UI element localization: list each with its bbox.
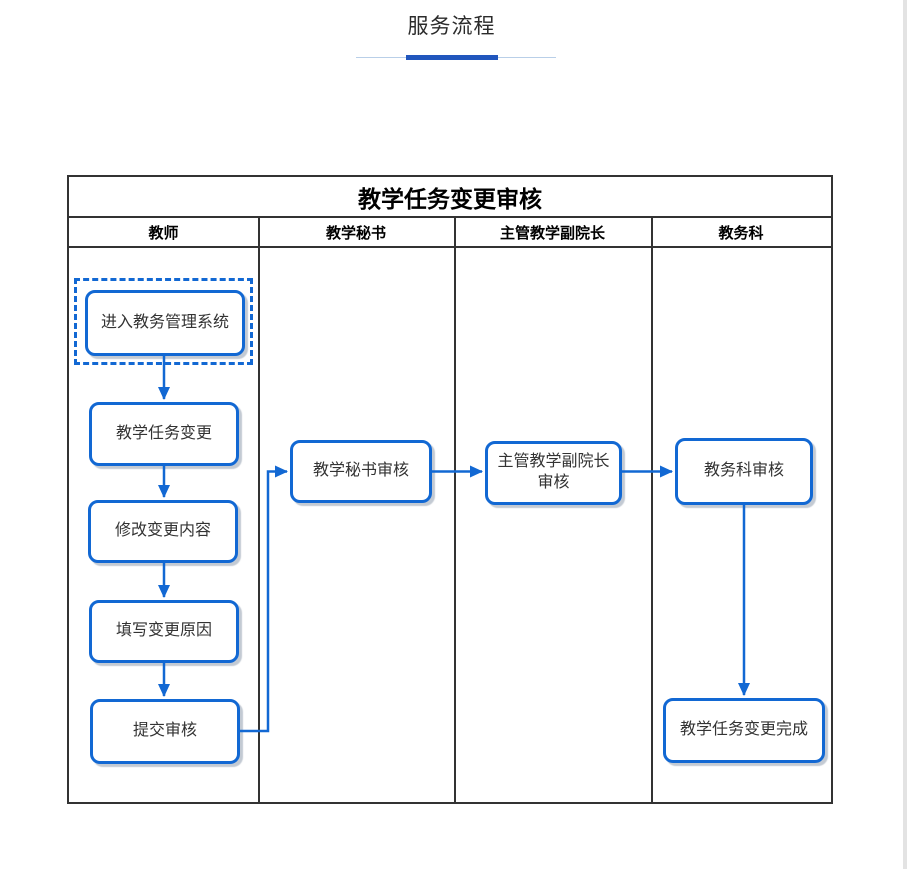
lane-header-secretary: 教学秘书 xyxy=(325,224,386,242)
node-submit-review: 提交审核 xyxy=(90,699,240,764)
node-modify-content: 修改变更内容 xyxy=(88,500,238,563)
node-vice-dean-review: 主管教学副院长审核 xyxy=(485,441,622,505)
lane-divider xyxy=(651,218,653,802)
lane-header-row: 教师 教学秘书 主管教学副院长 教务科 xyxy=(69,218,831,248)
node-secretary-review: 教学秘书审核 xyxy=(290,440,432,503)
flowchart-title: 教学任务变更审核 xyxy=(69,177,831,218)
node-academic-review: 教务科审核 xyxy=(675,438,813,505)
lane-header-teacher: 教师 xyxy=(148,224,179,242)
node-enter-system: 进入教务管理系统 xyxy=(85,290,245,356)
arrow-submit-to-secretary xyxy=(240,465,288,733)
lane-divider xyxy=(258,218,260,802)
title-underline xyxy=(356,54,556,60)
page-title: 服务流程 xyxy=(407,15,496,38)
lane-header-academic-section: 教务科 xyxy=(718,224,764,242)
lane-header-vice-dean: 主管教学副院长 xyxy=(499,224,605,242)
flowchart: 教学任务变更审核 教师 教学秘书 主管教学副院长 教务科 进入教务管理系统 教学… xyxy=(67,175,833,804)
node-task-change: 教学任务变更 xyxy=(89,402,239,466)
lane-divider xyxy=(454,218,456,802)
node-change-complete: 教学任务变更完成 xyxy=(663,698,825,763)
node-fill-reason: 填写变更原因 xyxy=(89,600,239,663)
title-underline-accent xyxy=(406,55,498,60)
page-scrollbar[interactable] xyxy=(903,0,907,869)
